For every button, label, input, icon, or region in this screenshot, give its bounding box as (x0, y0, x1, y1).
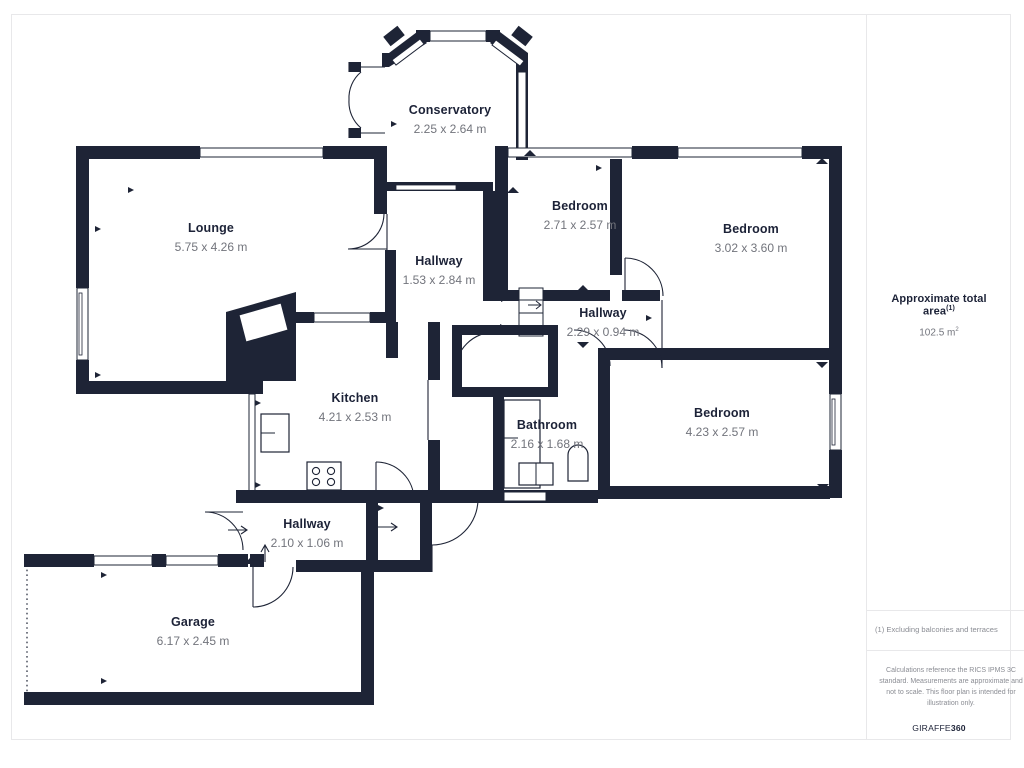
walls-group (24, 25, 842, 705)
conservatory-walls (349, 25, 533, 160)
area-footnote: (1) Excluding balconies and terraces (867, 610, 1024, 651)
total-area-footnote-marker: (1) (946, 305, 955, 312)
hallway1-walls (386, 182, 495, 358)
garage-walls (24, 554, 374, 705)
total-area-block: Approximate total area(1) 102.5 m2 (867, 285, 1011, 346)
bathroom-walls (452, 325, 598, 503)
lounge-walls (76, 146, 396, 394)
kitchen-door-arc (375, 380, 429, 501)
total-area-unit-exponent: 2 (955, 326, 959, 333)
plan-sheet-border (11, 14, 1011, 740)
total-area-label-text: Approximate total area (891, 293, 987, 318)
info-sidebar: Approximate total area(1) 102.5 m2 (1) E… (866, 15, 1024, 739)
bedroom2-walls (610, 146, 842, 498)
total-area-label: Approximate total area(1) (877, 293, 1001, 318)
brand-name-light: GIRAFFE (912, 723, 951, 733)
conservatory-door-arcs (348, 62, 385, 138)
hallway-door-arcs (454, 300, 663, 378)
hallway3-doors (204, 498, 479, 572)
bedroom3-walls (598, 348, 830, 499)
disclaimer-text: Calculations reference the RICS IPMS 3C … (879, 667, 1023, 707)
garage-door-arc (252, 566, 294, 608)
hallway3-walls (236, 490, 432, 572)
lounge-door-arc (347, 213, 388, 250)
stairs-lines (519, 299, 543, 314)
bedroom1-door-arc (624, 257, 664, 297)
dimension-ticks (95, 121, 829, 684)
total-area-value: 102.5 m2 (877, 327, 1001, 338)
bedroom1-walls (495, 146, 664, 301)
brand-logo: GIRAFFE360 (867, 723, 1011, 733)
kitchen-walls (236, 322, 494, 503)
total-area-value-number: 102.5 m (919, 326, 956, 338)
brand-name-bold: 360 (950, 723, 966, 733)
